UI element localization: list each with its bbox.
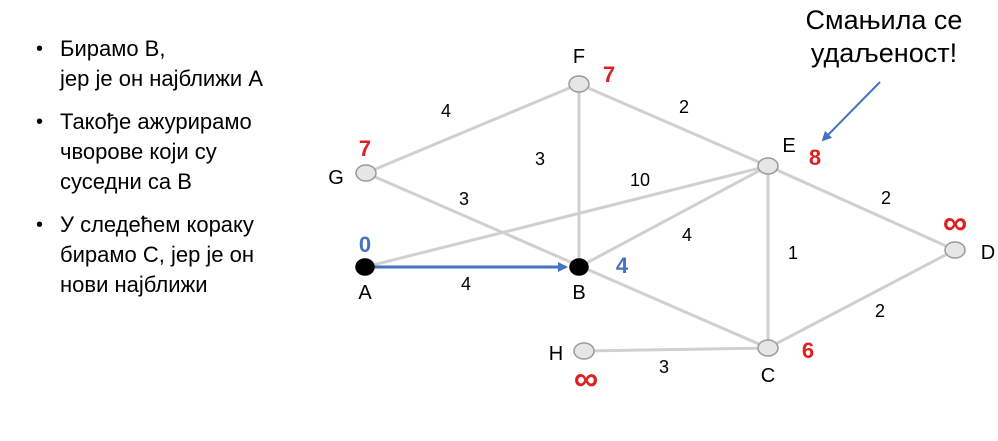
node-label-a: A [358, 282, 372, 304]
node-distance-c: 6 [802, 338, 814, 363]
edge-weight-a-b: 4 [461, 274, 471, 294]
node-g [355, 164, 377, 182]
bullet-line: јер је он најближи А [60, 66, 264, 91]
bullet-line: Такође ажурирамо [60, 109, 252, 134]
bullet-line: У следећем кораку [60, 212, 254, 237]
node-distance-d: ∞ [943, 204, 967, 242]
node-distance-e: 8 [809, 145, 821, 170]
node-distance-g: 7 [359, 136, 371, 161]
node-label-g: G [328, 167, 344, 189]
node-distance-b: 4 [616, 253, 629, 278]
edge-weight-e-d: 2 [881, 188, 891, 208]
node-a [355, 258, 375, 276]
edge-c-d [767, 248, 956, 350]
edge-g-f [365, 82, 580, 175]
node-distance-h: ∞ [574, 360, 598, 398]
callout-arrow [821, 81, 881, 142]
bullet-line: бирамо C, јер је он [60, 242, 255, 267]
edge-weight-f-b: 3 [535, 149, 545, 169]
callout-line: удаљеност! [810, 38, 958, 68]
edge-weight-g-c: 3 [459, 189, 469, 209]
edge-weight-e-c: 1 [788, 243, 798, 263]
bullet-line: суседни са B [60, 169, 192, 194]
callout-text: Смањила се удаљеност! [770, 4, 998, 70]
node-h [573, 342, 595, 360]
node-b [569, 258, 589, 276]
node-label-c: C [761, 365, 775, 387]
edge-g-c [365, 171, 769, 350]
edge-f-e [578, 82, 769, 168]
node-f [568, 75, 590, 93]
edge-e-d [767, 164, 956, 252]
node-distance-f: 7 [603, 62, 615, 87]
edge-weight-c-d: 2 [875, 301, 885, 321]
callout-line: Смањила се [805, 5, 963, 35]
node-distance-a: 0 [359, 232, 371, 257]
node-label-e: E [782, 135, 795, 157]
bullet-item: • Такође ажурирамо чворове који су сусед… [30, 107, 330, 197]
bullet-line: нови најближи [60, 272, 208, 297]
node-label-d: D [981, 242, 995, 264]
bullet-dot-icon: • [36, 111, 44, 133]
edge-h-c [583, 346, 769, 353]
edge-weight-h-c: 3 [659, 357, 669, 377]
edges-layer [364, 82, 956, 353]
bullet-item: • Бирамо B, јер је он најближи А [30, 34, 330, 94]
bullet-line: чворове који су [60, 139, 217, 164]
node-e [757, 157, 779, 175]
edge-weights-layer: 4 2 3 3 10 4 1 2 2 3 4 [441, 97, 891, 377]
node-label-b: B [572, 282, 585, 304]
bullet-dot-icon: • [36, 214, 44, 236]
node-c [757, 339, 779, 357]
bullet-item: • У следећем кораку бирамо C, јер је он … [30, 210, 330, 300]
edge-weight-g-f: 4 [441, 101, 451, 121]
edge-b-e [578, 164, 769, 269]
bullet-list: • Бирамо B, јер је он најближи А • Такођ… [30, 34, 330, 313]
bullet-line: Бирамо B, [60, 36, 166, 61]
node-label-h: H [549, 343, 563, 365]
nodes-layer [355, 75, 966, 360]
edge-weight-f-e: 2 [679, 97, 689, 117]
node-label-f: F [573, 46, 585, 68]
bullet-dot-icon: • [36, 38, 44, 60]
edge-a-e [364, 164, 769, 269]
edge-weight-a-e: 10 [630, 170, 650, 190]
edge-weight-b-e: 4 [682, 225, 692, 245]
node-d [944, 241, 966, 259]
